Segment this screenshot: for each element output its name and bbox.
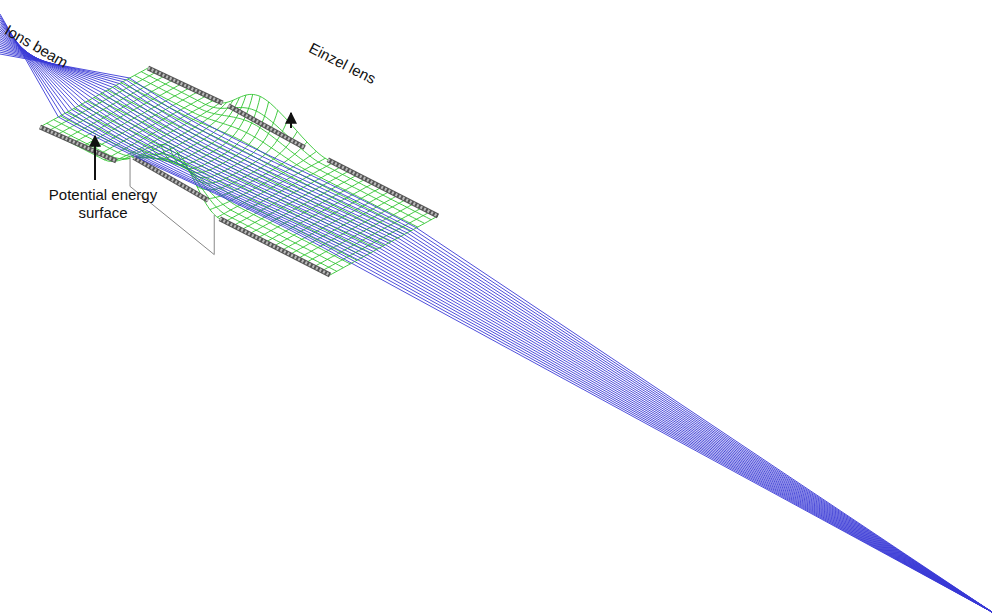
mesh-line: [217, 158, 325, 217]
ion-trajectory: [0, 33, 992, 612]
mesh-line: [40, 127, 330, 275]
part-label: Potential energy surface: [48, 186, 158, 222]
ion-trajectory: [0, 41, 992, 612]
ion-trajectory: [0, 18, 992, 612]
mesh-line: [113, 103, 220, 161]
ion-trajectory: [0, 50, 992, 612]
leader-arrow: [94, 136, 96, 180]
outer-electrode: [40, 127, 116, 161]
ion-trajectory: [0, 37, 992, 612]
mesh-line: [282, 191, 390, 250]
ion-trajectory: [0, 44, 992, 612]
leader-arrow: [290, 113, 292, 128]
ion-trajectory: [0, 14, 992, 612]
mesh-line: [274, 187, 382, 246]
ion-trajectory: [0, 54, 992, 612]
outer-electrode: [328, 160, 438, 216]
ion-trajectory: [0, 16, 992, 612]
ion-trajectory: [0, 39, 992, 612]
ion-trajectory: [0, 46, 992, 612]
mesh-line: [161, 94, 253, 164]
part-label: Einzel lens: [306, 39, 379, 88]
ion-trajectory: [0, 29, 992, 612]
outer-electrode: [220, 219, 330, 275]
ion-beam: [0, 14, 992, 612]
ion-trajectory: [0, 25, 992, 612]
ion-trajectory: [0, 35, 992, 612]
ion-trajectory: [0, 24, 992, 612]
mesh-line: [47, 123, 337, 271]
ion-trajectory: [0, 31, 992, 612]
ion-trajectory: [0, 48, 992, 612]
outer-electrode: [148, 68, 223, 103]
ion-trajectory: [0, 27, 992, 612]
outer-electrode: [328, 160, 438, 216]
mesh-line: [148, 68, 438, 216]
outer-electrode: [40, 127, 116, 161]
mesh-line: [96, 97, 204, 156]
mesh-line: [72, 84, 180, 143]
ion-trajectory: [0, 22, 992, 612]
ion-trajectory: [0, 52, 992, 612]
outer-electrode: [220, 219, 330, 275]
ion-trajectory: [0, 43, 992, 612]
outer-electrode: [148, 68, 223, 103]
ion-trajectory: [0, 20, 992, 612]
